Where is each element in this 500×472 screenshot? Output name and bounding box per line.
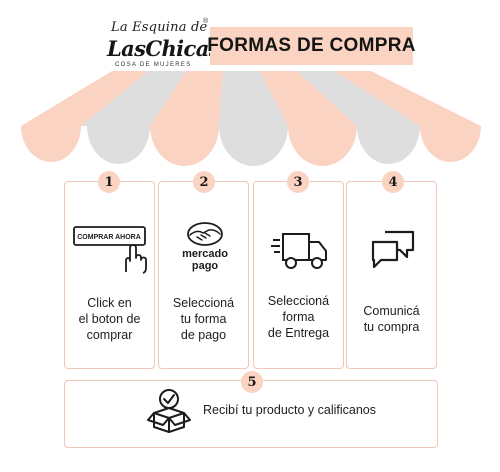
step-card-1: COMPRAR AHORA Click en el boton de compr… xyxy=(64,181,155,369)
step-card-3: Seleccioná forma de Entrega xyxy=(253,181,344,369)
step-2-text: Seleccioná tu forma de pago xyxy=(172,296,235,342)
step-badge-3: 3 xyxy=(287,171,309,193)
awning-scallop-5 xyxy=(288,126,357,166)
logo-subtitle: COSA DE MUJERES xyxy=(115,62,192,68)
logo-registered-mark: ® xyxy=(203,18,209,25)
page-title: FORMAS DE COMPRA xyxy=(207,35,416,56)
step-4-text: Comunicá tu compra xyxy=(363,304,420,334)
awning-panel-1 xyxy=(21,71,149,126)
awning-scallop-4 xyxy=(219,126,288,166)
awning-panel-4 xyxy=(219,71,288,126)
logo-brand-text: LasChicas xyxy=(107,36,221,61)
awning-scallop-3 xyxy=(150,126,219,166)
awning-scallop-6 xyxy=(357,126,420,164)
awning-panel-2 xyxy=(81,71,186,126)
logo-script-text: La Esquina de xyxy=(111,20,208,35)
awning-scallop-2 xyxy=(87,126,150,164)
delivery-truck-icon xyxy=(271,233,327,269)
box-check-icon xyxy=(147,389,191,433)
step-3-text: Seleccioná forma de Entrega xyxy=(267,294,330,340)
awning-panel-7 xyxy=(334,71,481,126)
step-card-2: mercado pago Seleccioná tu forma de pago xyxy=(158,181,249,369)
awning-scallop-7 xyxy=(420,126,481,162)
comprar-ahora-label: COMPRAR AHORA xyxy=(77,234,141,241)
awning-panel-6 xyxy=(297,71,420,126)
step-1-text: Click en el boton de comprar xyxy=(78,296,141,342)
awning-panel-5 xyxy=(260,71,357,126)
awning-scallop-1 xyxy=(21,126,81,162)
hand-click-icon: COMPRAR AHORA xyxy=(73,226,147,274)
step-5-text: Recibí tu producto y calificanos xyxy=(203,403,377,417)
chat-bubbles-icon xyxy=(371,230,415,269)
step-badge-5: 5 xyxy=(241,371,263,393)
step-badge-4: 4 xyxy=(382,171,404,193)
brand-logo: La Esquina de LasChicas COSA DE MUJERES … xyxy=(103,14,221,70)
step-badge-2: 2 xyxy=(193,171,215,193)
handshake-icon: mercado pago xyxy=(182,222,228,272)
step-card-4: Comunicá tu compra xyxy=(346,181,437,369)
pago-label: pago xyxy=(192,260,219,272)
awning xyxy=(21,71,481,166)
mercado-label: mercado xyxy=(182,248,228,260)
step-badge-1: 1 xyxy=(98,171,120,193)
awning-panel-3 xyxy=(150,71,223,126)
title-banner: FORMAS DE COMPRA xyxy=(207,27,416,65)
